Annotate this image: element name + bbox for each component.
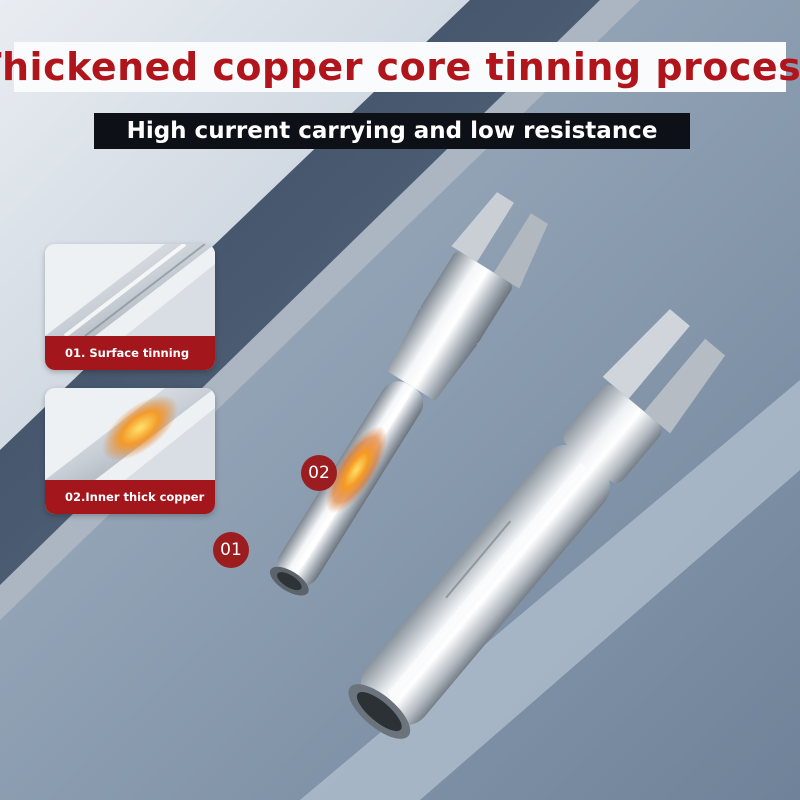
title-banner: Thickened copper core tinning process [0, 42, 800, 92]
inset-label: 01. Surface tinning [45, 336, 215, 370]
connector-pin-large [348, 309, 726, 739]
connector-pin-small [269, 192, 548, 596]
inset-closeup-image [45, 388, 215, 480]
inset-label: 02.Inner thick copper [45, 480, 215, 514]
inset-inner-thick-copper: 02.Inner thick copper [45, 388, 215, 514]
inset-surface-tinning: 01. Surface tinning [45, 244, 215, 370]
page-subtitle: High current carrying and low resistance [126, 118, 658, 144]
badge-01: 01 [213, 532, 249, 568]
subtitle-banner: High current carrying and low resistance [94, 113, 690, 149]
badge-02: 02 [301, 455, 337, 491]
inset-closeup-image [45, 244, 215, 336]
page-title: Thickened copper core tinning process [0, 45, 800, 89]
